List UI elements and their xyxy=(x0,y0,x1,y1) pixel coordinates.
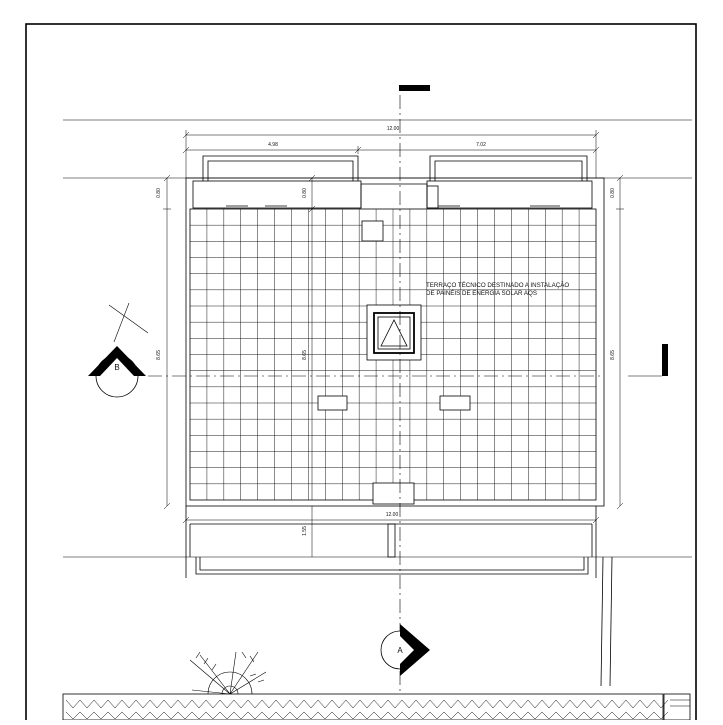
dim-overall-bottom: 12.00 xyxy=(386,512,399,518)
section-cut-top xyxy=(399,85,430,91)
drawing-frame xyxy=(25,23,697,725)
dim-overall-top: 12.00 xyxy=(387,126,400,132)
dimension-top-overall xyxy=(182,130,600,178)
dimension-segments xyxy=(182,146,600,154)
dim-balcony-depth: 1.55 xyxy=(302,526,308,536)
terrace-note-line-1: TERRAÇO TÉCNICO DESTINADO A INSTALAÇÃO xyxy=(426,282,569,289)
section-mark-b xyxy=(88,302,149,398)
section-cut-right xyxy=(662,344,668,376)
parapet-band xyxy=(192,180,593,209)
garden-hatch-band xyxy=(62,693,691,721)
terrace-note-line-2: DE PAINÉIS DE ENERGIA SOLAR AQS xyxy=(426,290,537,297)
dim-left-segment: 4.98 xyxy=(268,142,278,148)
axis-lines xyxy=(148,95,600,720)
vertical-dimensions xyxy=(163,174,624,557)
central-skylight xyxy=(366,304,422,361)
dim-center-depth: 8.65 xyxy=(302,350,308,360)
dim-left-parapet: 0.80 xyxy=(156,188,162,198)
lower-balcony xyxy=(185,506,613,687)
section-mark-a xyxy=(380,624,430,676)
top-planters xyxy=(202,155,588,181)
dim-right-segment: 7.02 xyxy=(476,142,486,148)
roof-openings xyxy=(317,220,471,505)
dim-center-parapet: 0.80 xyxy=(302,188,308,198)
dim-right-depth: 8.65 xyxy=(610,350,616,360)
dim-left-depth: 8.65 xyxy=(156,350,162,360)
dim-right-parapet: 0.80 xyxy=(610,188,616,198)
section-letter-b: B xyxy=(114,363,119,372)
section-letter-a: A xyxy=(397,646,403,655)
